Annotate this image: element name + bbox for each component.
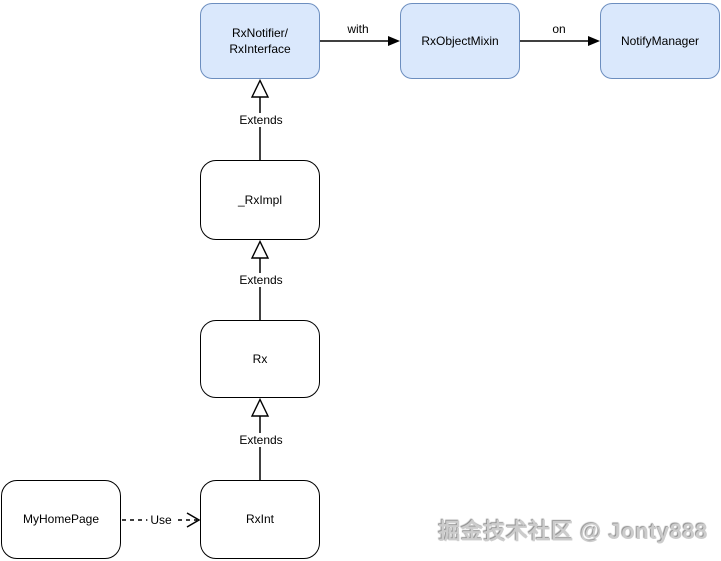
- node-label: NotifyManager: [620, 33, 700, 48]
- edge-extends-rxint-to-rx: [250, 397, 270, 480]
- node-label: _RxImpl: [237, 192, 282, 207]
- node-notifymanager: NotifyManager: [600, 3, 720, 79]
- edge-label-with: with: [347, 22, 369, 36]
- node-label: MyHomePage: [22, 512, 100, 527]
- node-rxint: RxInt: [200, 480, 320, 559]
- edge-with: [320, 36, 400, 46]
- node-label: RxInt: [245, 512, 274, 527]
- edge-extends-rximpl-to-rxnotifier: [250, 78, 270, 160]
- edge-label-extends-1: Extends: [236, 113, 286, 127]
- watermark: 掘金技术社区 @ Jonty888: [438, 519, 708, 544]
- node-rximpl: _RxImpl: [200, 160, 320, 240]
- node-rxobjectmixin: RxObjectMixin: [400, 3, 520, 79]
- inheritance-triangle: [250, 239, 270, 259]
- edge-label-extends-3: Extends: [236, 433, 286, 447]
- arrowhead-on: [588, 36, 600, 46]
- edge-label-on: on: [552, 22, 566, 36]
- edge-on: [520, 36, 600, 46]
- edge-extends-rx-to-rximpl: [250, 239, 270, 320]
- edge-use-myhomepage-to-rxint: [122, 512, 201, 528]
- node-myhomepage: MyHomePage: [1, 480, 121, 559]
- node-rxnotifier-rxinterface: RxNotifier/ RxInterface: [200, 3, 320, 79]
- node-label: RxNotifier/: [231, 25, 288, 40]
- node-label: RxInterface: [229, 42, 291, 56]
- open-arrowhead-use: [186, 512, 201, 528]
- arrowhead-with: [388, 36, 400, 46]
- edge-label-extends-2: Extends: [236, 273, 286, 287]
- node-label: Rx: [252, 351, 268, 366]
- node-rx: Rx: [200, 320, 320, 398]
- inheritance-triangle: [250, 78, 270, 98]
- node-label: RxObjectMixin: [421, 33, 499, 48]
- inheritance-triangle: [250, 397, 270, 417]
- edge-label-use: Use: [147, 513, 175, 527]
